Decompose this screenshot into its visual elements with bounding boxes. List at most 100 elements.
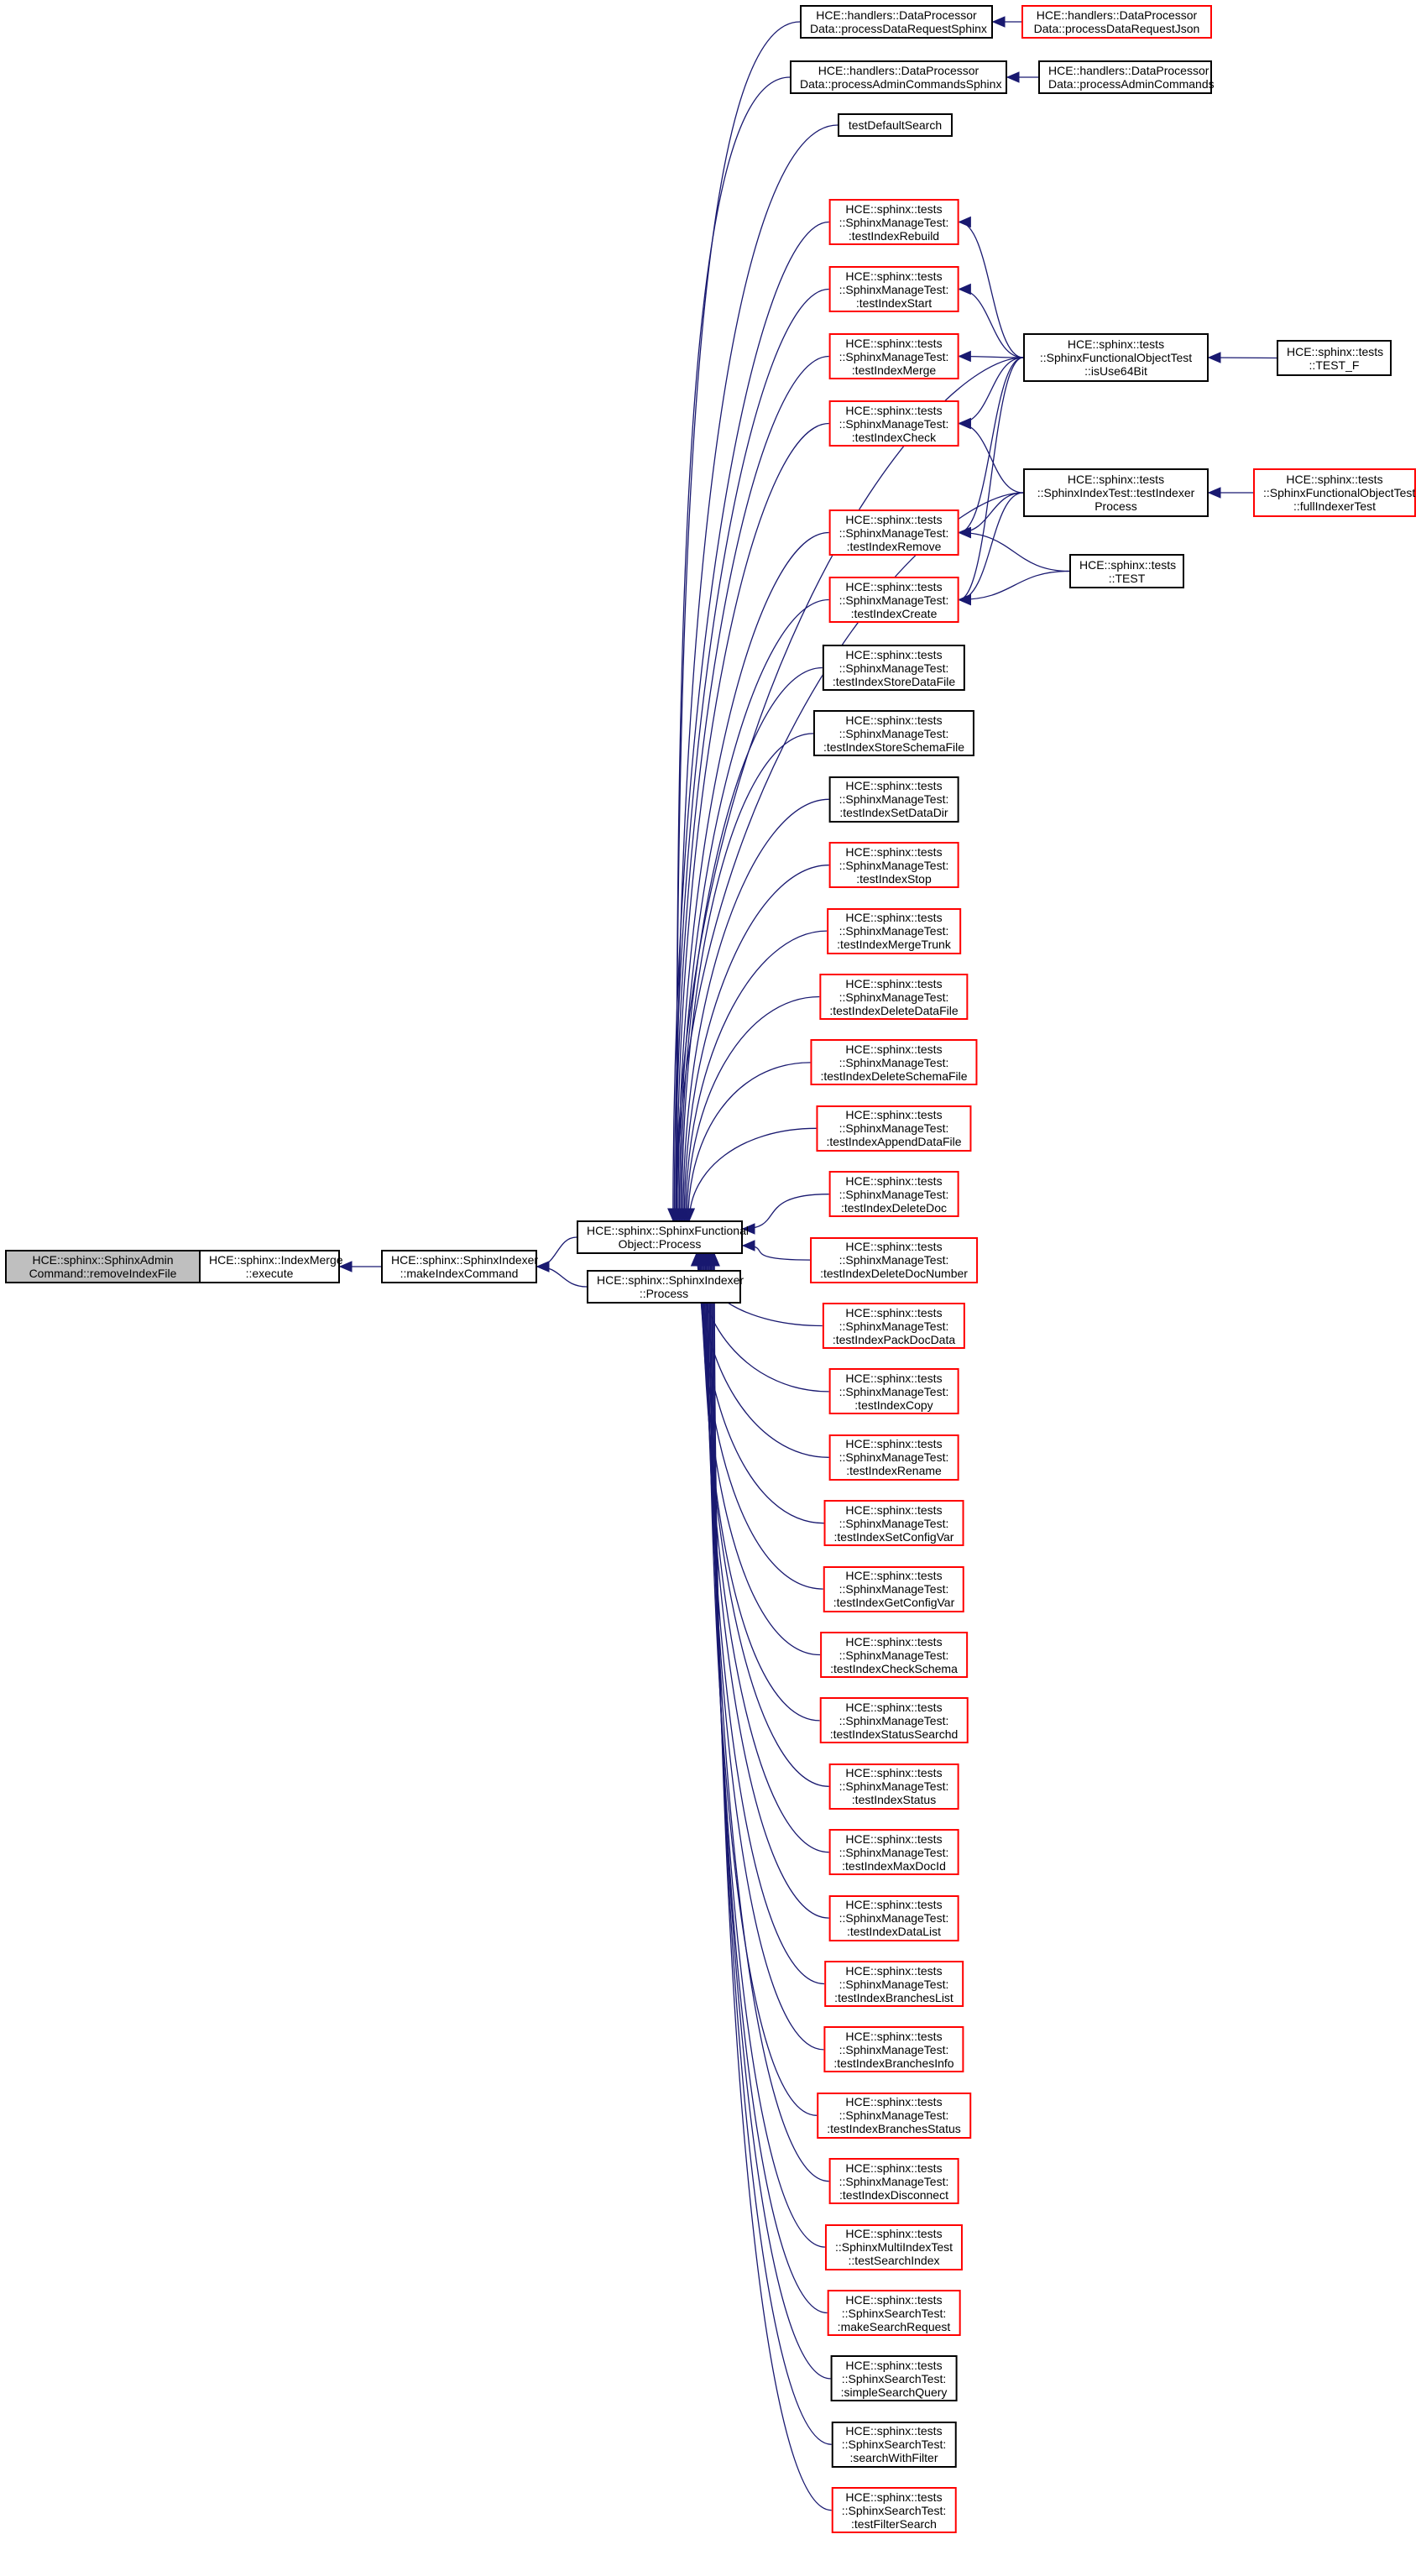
node-is-use64-bit[interactable]: HCE::sphinx::tests::SphinxFunctionalObje… [1023,333,1209,382]
call-edge [712,1253,831,2380]
node-label-line: :testIndexDisconnect [839,2187,948,2202]
node-c26[interactable]: HCE::sphinx::tests::SphinxManageTest::te… [824,1961,964,2007]
node-label-line: ::SphinxManageTest: [838,2042,949,2056]
node-label-line: ::testSearchIndex [848,2254,940,2268]
call-edge [678,598,829,1221]
node-indexer-process[interactable]: HCE::sphinx::SphinxIndexer::Process [587,1270,744,1304]
node-c6[interactable]: HCE::sphinx::tests::SphinxManageTest::te… [822,645,966,691]
node-label-line: HCE::sphinx::SphinxAdmin [32,1253,174,1267]
call-edge [959,357,1024,601]
arrowhead-icon [1207,352,1221,363]
node-c13[interactable]: HCE::sphinx::tests::SphinxManageTest::te… [816,1105,972,1152]
node-c17[interactable]: HCE::sphinx::tests::SphinxManageTest::te… [828,1368,959,1415]
node-label-line: HCE::handlers::DataProcessor [818,64,980,77]
node-label-line: HCE::sphinx::tests [845,403,943,417]
node-c31[interactable]: HCE::sphinx::tests::SphinxSearchTest::ma… [827,2290,961,2336]
call-edge [959,221,1024,358]
node-c3[interactable]: HCE::sphinx::tests::SphinxManageTest::te… [828,400,959,447]
node-c23[interactable]: HCE::sphinx::tests::SphinxManageTest::te… [828,1763,959,1810]
node-label-line: HCE::sphinx::tests [1067,337,1165,351]
node-label-line: ::SphinxManageTest: [838,1648,949,1662]
node-c11[interactable]: HCE::sphinx::tests::SphinxManageTest::te… [819,974,969,1020]
node-label-line: ::SphinxManageTest: [838,1121,949,1136]
node-execute[interactable]: HCE::sphinx::IndexMerge::execute [199,1250,343,1283]
node-c5[interactable]: HCE::sphinx::tests::SphinxManageTest::te… [828,577,959,623]
node-label-line: HCE::sphinx::SphinxIndexer [597,1273,744,1287]
node-c19[interactable]: HCE::sphinx::tests::SphinxManageTest::te… [823,1500,964,1547]
call-edge [676,76,791,1221]
call-edge [688,1127,817,1221]
node-c34[interactable]: HCE::sphinx::tests::SphinxSearchTest::te… [831,2487,957,2534]
node-c0[interactable]: HCE::sphinx::tests::SphinxManageTest::te… [828,199,959,245]
call-edge [708,1253,829,2182]
node-label-line: :testIndexBranchesStatus [827,2122,961,2136]
node-c10[interactable]: HCE::sphinx::tests::SphinxManageTest::te… [827,907,961,954]
node--t-e-s-t--f[interactable]: HCE::sphinx::tests::TEST_F [1277,340,1392,376]
node-full-indexer-test[interactable]: HCE::sphinx::tests::SphinxFunctionalObje… [1253,468,1416,517]
call-edge [959,570,1070,601]
node-c20[interactable]: HCE::sphinx::tests::SphinxManageTest::te… [823,1565,965,1612]
node-c27[interactable]: HCE::sphinx::tests::SphinxManageTest::te… [823,2026,964,2073]
node-label-line: ::SphinxSearchTest: [841,2306,947,2320]
call-edge [707,1253,824,2051]
node-c7[interactable]: HCE::sphinx::tests::SphinxManageTest::te… [812,710,975,757]
node-label-line: ::execute [245,1267,294,1280]
node-label-line: ::SphinxManageTest: [838,1384,949,1398]
node-label-line: ::SphinxManageTest: [838,924,949,938]
call-edge [672,221,829,1221]
node-label-line: ::SphinxSearchTest: [841,2371,947,2385]
node-c25[interactable]: HCE::sphinx::tests::SphinxManageTest::te… [828,1894,959,1941]
node-c1[interactable]: HCE::sphinx::tests::SphinxManageTest::te… [828,266,959,312]
node-label-line: ::SphinxManageTest: [838,1713,949,1727]
node-test-indexer-process[interactable]: HCE::sphinx::tests::SphinxIndexTest::tes… [1023,468,1209,517]
node-c14[interactable]: HCE::sphinx::tests::SphinxManageTest::te… [828,1171,959,1218]
node-c21[interactable]: HCE::sphinx::tests::SphinxManageTest::te… [820,1632,968,1678]
node-label-line: ::SphinxManageTest: [838,2174,949,2188]
node-label-line: ::SphinxManageTest: [838,990,949,1004]
node-label-line: HCE::sphinx::tests [845,1371,943,1385]
arrowhead-icon [958,216,971,228]
node-label-line: :testIndexStoreDataFile [832,674,956,688]
node-label-line: ::SphinxManageTest: [838,1845,949,1859]
node-c4[interactable]: HCE::sphinx::tests::SphinxManageTest::te… [828,509,959,556]
node-c33[interactable]: HCE::sphinx::tests::SphinxSearchTest::se… [831,2421,957,2468]
node-c30[interactable]: HCE::sphinx::tests::SphinxMultiIndexTest… [824,2223,964,2270]
node-label-line: :testIndexCreate [850,606,938,620]
node-c9[interactable]: HCE::sphinx::tests::SphinxManageTest::te… [828,842,959,889]
node-label-line: HCE::sphinx::tests [845,1502,943,1517]
node-c8[interactable]: HCE::sphinx::tests::SphinxManageTest::te… [828,776,959,823]
node-c22[interactable]: HCE::sphinx::tests::SphinxManageTest::te… [819,1697,969,1744]
node-test-default-search[interactable]: testDefaultSearch [838,113,953,137]
node-c18[interactable]: HCE::sphinx::tests::SphinxManageTest::te… [828,1434,959,1481]
node-c24[interactable]: HCE::sphinx::tests::SphinxManageTest::te… [828,1829,959,1876]
node-label-line: :testIndexStatus [851,1793,937,1807]
arrowhead-icon [958,417,971,430]
node-make-index-command[interactable]: HCE::sphinx::SphinxIndexer::makeIndexCom… [381,1250,539,1283]
node-c32[interactable]: HCE::sphinx::tests::SphinxSearchTest::si… [830,2355,958,2402]
node-c29[interactable]: HCE::sphinx::tests::SphinxManageTest::te… [828,2158,959,2205]
node-label-line: ::SphinxFunctionalObjectTest [1039,351,1193,364]
node-c12[interactable]: HCE::sphinx::tests::SphinxManageTest::te… [810,1039,978,1086]
call-edge [676,357,1024,1221]
node-label-line: HCE::sphinx::tests [845,1569,943,1583]
arrowhead-icon [958,526,971,539]
node-label-line: HCE::sphinx::SphinxIndexer [391,1253,539,1267]
node-label-line: HCE::sphinx::tests [845,2095,943,2109]
call-edge [683,865,829,1221]
node-c2[interactable]: HCE::sphinx::tests::SphinxManageTest::te… [828,333,959,379]
node-c28[interactable]: HCE::sphinx::tests::SphinxManageTest::te… [817,2092,971,2139]
node-label-line: ::SphinxManageTest: [838,2108,949,2123]
node-c15[interactable]: HCE::sphinx::tests::SphinxManageTest::te… [810,1236,978,1283]
node--t-e-s-t[interactable]: HCE::sphinx::tests::TEST [1069,554,1184,588]
node-label-line: :testIndexStoreSchemaFile [823,739,965,754]
node-c16[interactable]: HCE::sphinx::tests::SphinxManageTest::te… [822,1303,966,1349]
node-label-line: HCE::sphinx::tests [845,2029,943,2043]
node-label-line: HCE::sphinx::tests [845,647,943,661]
call-edge [702,1253,820,1722]
node-label-line: :testIndexSetDataDir [839,806,948,820]
